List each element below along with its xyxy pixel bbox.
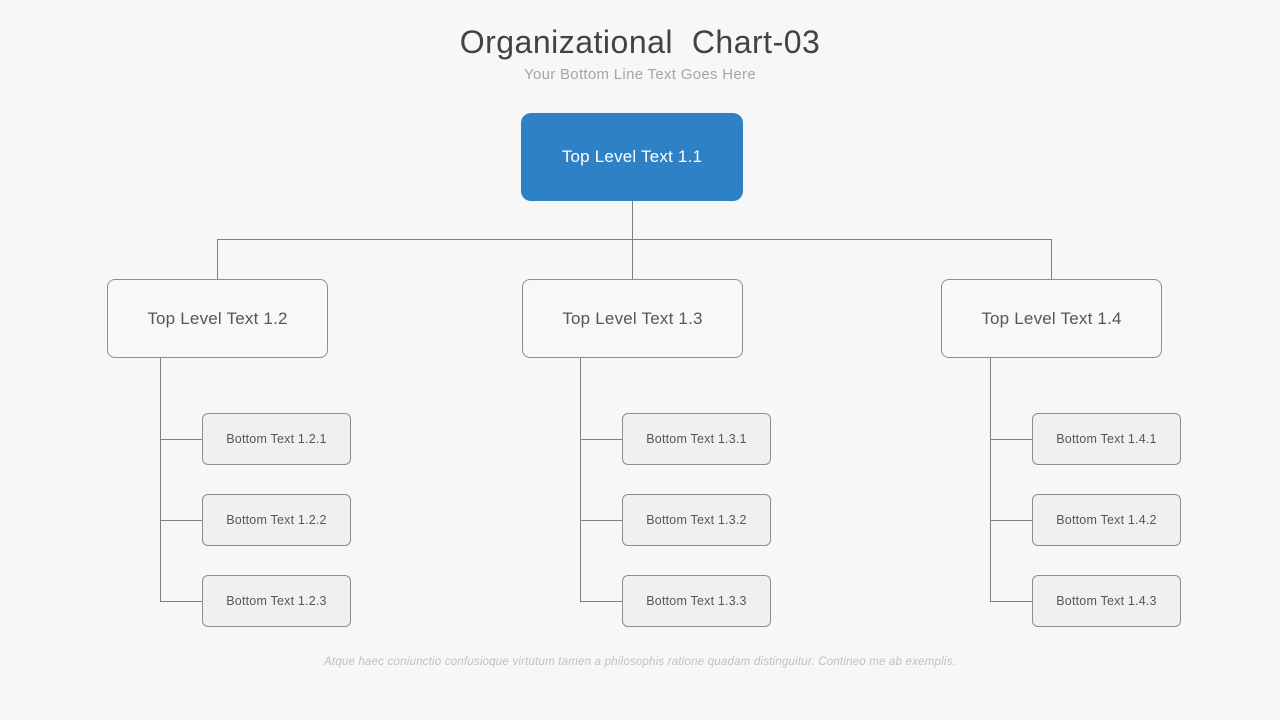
node-bottom-1-4-2: Bottom Text 1.4.2 <box>1032 494 1181 546</box>
connector-stub-1-2-1 <box>160 439 202 440</box>
connector-stub-1-4-3 <box>990 601 1032 602</box>
connector-stub-1-2-2 <box>160 520 202 521</box>
connector-level2-bus <box>217 239 1052 240</box>
connector-stub-1-4-2 <box>990 520 1032 521</box>
connector-spine-1-4 <box>990 357 991 601</box>
connector-spine-1-3 <box>580 357 581 601</box>
node-top-level-1-2: Top Level Text 1.2 <box>107 279 328 358</box>
node-bottom-1-3-3: Bottom Text 1.3.3 <box>622 575 771 627</box>
connector-drop-1-2 <box>217 239 218 280</box>
page-subtitle: Your Bottom Line Text Goes Here <box>524 66 756 83</box>
node-bottom-1-3-2: Bottom Text 1.3.2 <box>622 494 771 546</box>
connector-stub-1-2-3 <box>160 601 202 602</box>
connector-stub-1-4-1 <box>990 439 1032 440</box>
node-bottom-1-4-3: Bottom Text 1.4.3 <box>1032 575 1181 627</box>
connector-stub-1-3-2 <box>580 520 622 521</box>
node-bottom-1-2-2: Bottom Text 1.2.2 <box>202 494 351 546</box>
node-top-level-1-3: Top Level Text 1.3 <box>522 279 743 358</box>
node-top-level-1-1: Top Level Text 1.1 <box>521 113 743 201</box>
footer-note: Atque haec coniunctio confusioque virtut… <box>324 656 956 668</box>
node-bottom-1-4-1: Bottom Text 1.4.1 <box>1032 413 1181 465</box>
connector-root-stem <box>632 201 633 280</box>
connector-stub-1-3-3 <box>580 601 622 602</box>
connector-stub-1-3-1 <box>580 439 622 440</box>
connector-spine-1-2 <box>160 357 161 601</box>
node-bottom-1-2-1: Bottom Text 1.2.1 <box>202 413 351 465</box>
connector-drop-1-4 <box>1051 239 1052 280</box>
node-bottom-1-2-3: Bottom Text 1.2.3 <box>202 575 351 627</box>
node-bottom-1-3-1: Bottom Text 1.3.1 <box>622 413 771 465</box>
page-title: Organizational Chart-03 <box>459 24 821 60</box>
node-top-level-1-4: Top Level Text 1.4 <box>941 279 1162 358</box>
